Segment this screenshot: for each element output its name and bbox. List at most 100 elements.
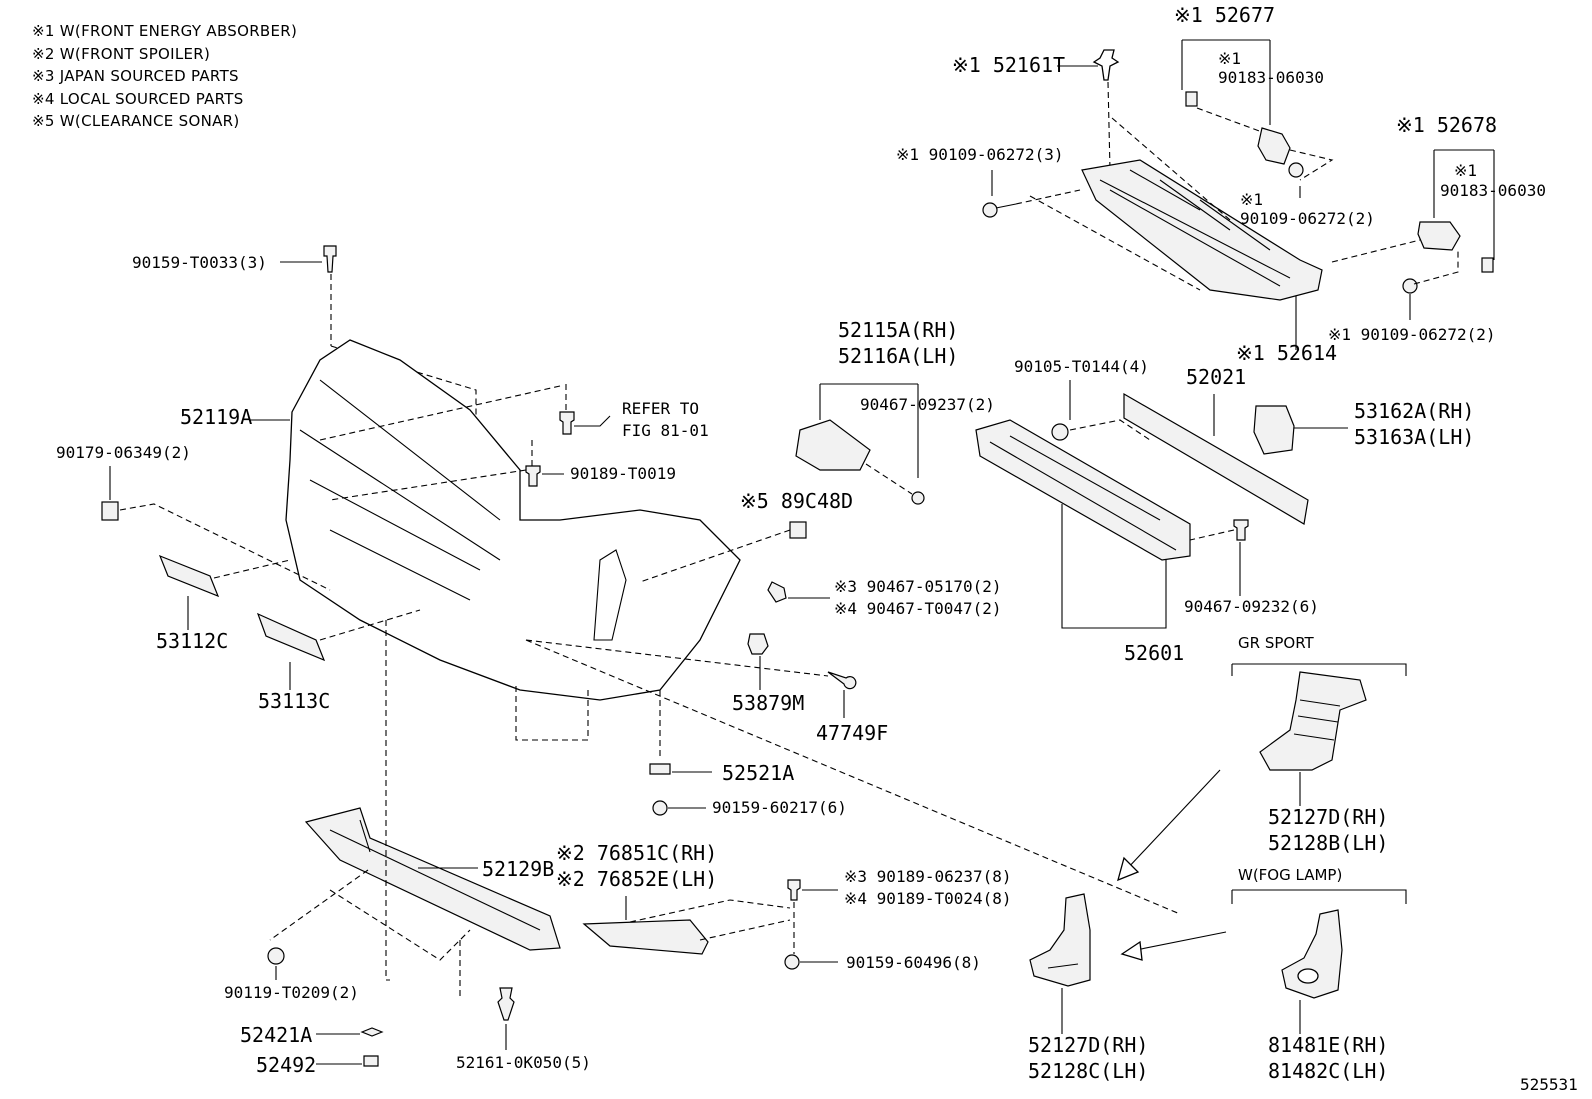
label-52129B[interactable]: 52129B <box>482 857 554 881</box>
label-52115A[interactable]: 52115A(RH) <box>838 318 958 342</box>
label-90105[interactable]: 90105-T0144(4) <box>1014 357 1149 376</box>
label-52127D[interactable]: 52127D(RH) <box>1028 1033 1148 1057</box>
label-90467-05170[interactable]: ※3 90467-05170(2) <box>834 577 1002 596</box>
label-90159-60496[interactable]: 90159-60496(8) <box>846 953 981 972</box>
dash-90189-T0019 <box>329 440 533 501</box>
label-52161-0K050[interactable]: 52161-0K050(5) <box>456 1053 591 1072</box>
label-53163A[interactable]: 53163A(LH) <box>1354 425 1474 449</box>
label-52421A[interactable]: 52421A <box>240 1023 312 1047</box>
clip-53879M[interactable] <box>747 633 769 655</box>
label-52128C[interactable]: 52128C(LH) <box>1028 1059 1148 1083</box>
screw-90159-T0033[interactable] <box>323 245 337 273</box>
bolt-90159-60217[interactable] <box>652 800 668 816</box>
label-52677[interactable]: ※1 52677 <box>1174 3 1275 27</box>
bracket-53162A[interactable] <box>1253 405 1295 455</box>
label-90183-b-mark[interactable]: ※1 <box>1454 161 1477 180</box>
sonar-89C48D[interactable] <box>789 521 807 539</box>
label-52161T[interactable]: ※1 52161T <box>952 53 1065 77</box>
bolt-90109-b[interactable] <box>1288 162 1304 178</box>
label-90183-a-mark[interactable]: ※1 <box>1218 49 1241 68</box>
clip-52161T[interactable] <box>1092 49 1120 81</box>
absorber-52614[interactable] <box>1081 159 1323 301</box>
clip-90189-T0019[interactable] <box>525 465 541 487</box>
label-90159-60217[interactable]: 90159-60217(6) <box>712 798 847 817</box>
clip-90183-a[interactable] <box>1185 91 1198 107</box>
label-90183-b[interactable]: 90183-06030 <box>1440 181 1546 200</box>
label-52492[interactable]: 52492 <box>256 1053 316 1077</box>
retainer-52021[interactable] <box>1123 392 1309 525</box>
cover-81481E[interactable] <box>1281 909 1343 999</box>
clip-refer[interactable] <box>559 411 575 435</box>
garnish-52127D-gr[interactable] <box>1259 671 1367 771</box>
clip-90189-06237[interactable] <box>787 879 801 901</box>
label-90189-T0019[interactable]: 90189-T0019 <box>570 464 676 483</box>
label-52128B[interactable]: 52128B(LH) <box>1268 831 1388 855</box>
dash-89C48D <box>639 529 791 583</box>
label-53112C[interactable]: 53112C <box>156 629 228 653</box>
absorber-ribs <box>1099 169 1291 287</box>
clip-90183-b[interactable] <box>1481 257 1494 273</box>
dash-53112C <box>213 559 291 579</box>
label-53879M[interactable]: 53879M <box>732 691 804 715</box>
label-52119A[interactable]: 52119A <box>180 405 252 429</box>
leader-refer <box>574 415 611 427</box>
reflector-53113C[interactable] <box>256 612 326 662</box>
bolt-90159-60496[interactable] <box>784 954 800 970</box>
label-90119[interactable]: 90119-T0209(2) <box>224 983 359 1002</box>
label-52021[interactable]: 52021 <box>1186 365 1246 389</box>
label-52116A[interactable]: 52116A(LH) <box>838 344 958 368</box>
screw-90467-09237[interactable] <box>911 491 925 505</box>
label-81481E[interactable]: 81481E(RH) <box>1268 1033 1388 1057</box>
label-90109-b-mark[interactable]: ※1 <box>1240 190 1263 209</box>
label-refer-fig[interactable]: FIG 81-01 <box>622 421 709 440</box>
bumper-cover-52119A[interactable] <box>285 339 741 701</box>
label-52678[interactable]: ※1 52678 <box>1396 113 1497 137</box>
label-90109-b[interactable]: 90109-06272(2) <box>1240 209 1375 228</box>
reflector-53112C[interactable] <box>158 554 220 598</box>
bracket-52678[interactable] <box>1417 221 1461 251</box>
label-90467-T0047[interactable]: ※4 90467-T0047(2) <box>834 599 1002 618</box>
label-52521A[interactable]: 52521A <box>722 761 794 785</box>
bolt-90109-c[interactable] <box>1402 278 1418 294</box>
label-90109-a[interactable]: ※1 90109-06272(3) <box>896 145 1064 164</box>
bolt-90105[interactable] <box>1051 423 1069 441</box>
label-52601[interactable]: 52601 <box>1124 641 1184 665</box>
label-90179[interactable]: 90179-06349(2) <box>56 443 191 462</box>
dash-47749F <box>525 639 829 677</box>
label-90189-T0024[interactable]: ※4 90189-T0024(8) <box>844 889 1012 908</box>
clip-90467-09232[interactable] <box>1233 519 1249 541</box>
label-90467-09232[interactable]: 90467-09232(6) <box>1184 597 1319 616</box>
side-spoiler-76851C[interactable] <box>582 919 709 955</box>
label-90159-T0033[interactable]: 90159-T0033(3) <box>132 253 267 272</box>
label-89C48D[interactable]: ※5 89C48D <box>740 489 853 513</box>
label-90189-06237[interactable]: ※3 90189-06237(8) <box>844 867 1012 886</box>
bolt-shank-90109-a <box>995 203 1017 209</box>
label-52614[interactable]: ※1 52614 <box>1236 341 1337 365</box>
label-52127D-gr[interactable]: 52127D(RH) <box>1268 805 1388 829</box>
arrow-gr-head <box>1117 856 1140 882</box>
bracket-52677[interactable] <box>1257 127 1291 165</box>
bolt-90119[interactable] <box>267 947 285 965</box>
label-90467-09237[interactable]: 90467-09237(2) <box>860 395 995 414</box>
clip-52161-0K050[interactable] <box>497 987 515 1021</box>
label-53162A[interactable]: 53162A(RH) <box>1354 399 1474 423</box>
screw-47749F[interactable] <box>827 671 857 690</box>
nut-52492[interactable] <box>363 1055 379 1067</box>
label-53113C[interactable]: 53113C <box>258 689 330 713</box>
nut-90179[interactable] <box>101 501 119 521</box>
bolt-90109-a[interactable] <box>982 202 998 218</box>
label-47749F[interactable]: 47749F <box>816 721 888 745</box>
clip-90467-05170[interactable] <box>767 581 787 603</box>
label-81482C[interactable]: 81482C(LH) <box>1268 1059 1388 1083</box>
label-refer-to[interactable]: REFER TO <box>622 399 699 418</box>
label-90109-c[interactable]: ※1 90109-06272(2) <box>1328 325 1496 344</box>
nut-52521A[interactable] <box>649 763 671 775</box>
label-90183-a[interactable]: 90183-06030 <box>1218 68 1324 87</box>
liner-52127D[interactable] <box>1029 893 1091 987</box>
clip-52421A[interactable] <box>360 1027 384 1037</box>
label-76852E[interactable]: ※2 76852E(LH) <box>556 867 717 891</box>
label-76851C[interactable]: ※2 76851C(RH) <box>556 841 717 865</box>
reinforcement-52601[interactable] <box>975 419 1191 561</box>
bracket-52115A[interactable] <box>795 419 871 471</box>
leader-52601 <box>1061 504 1167 629</box>
